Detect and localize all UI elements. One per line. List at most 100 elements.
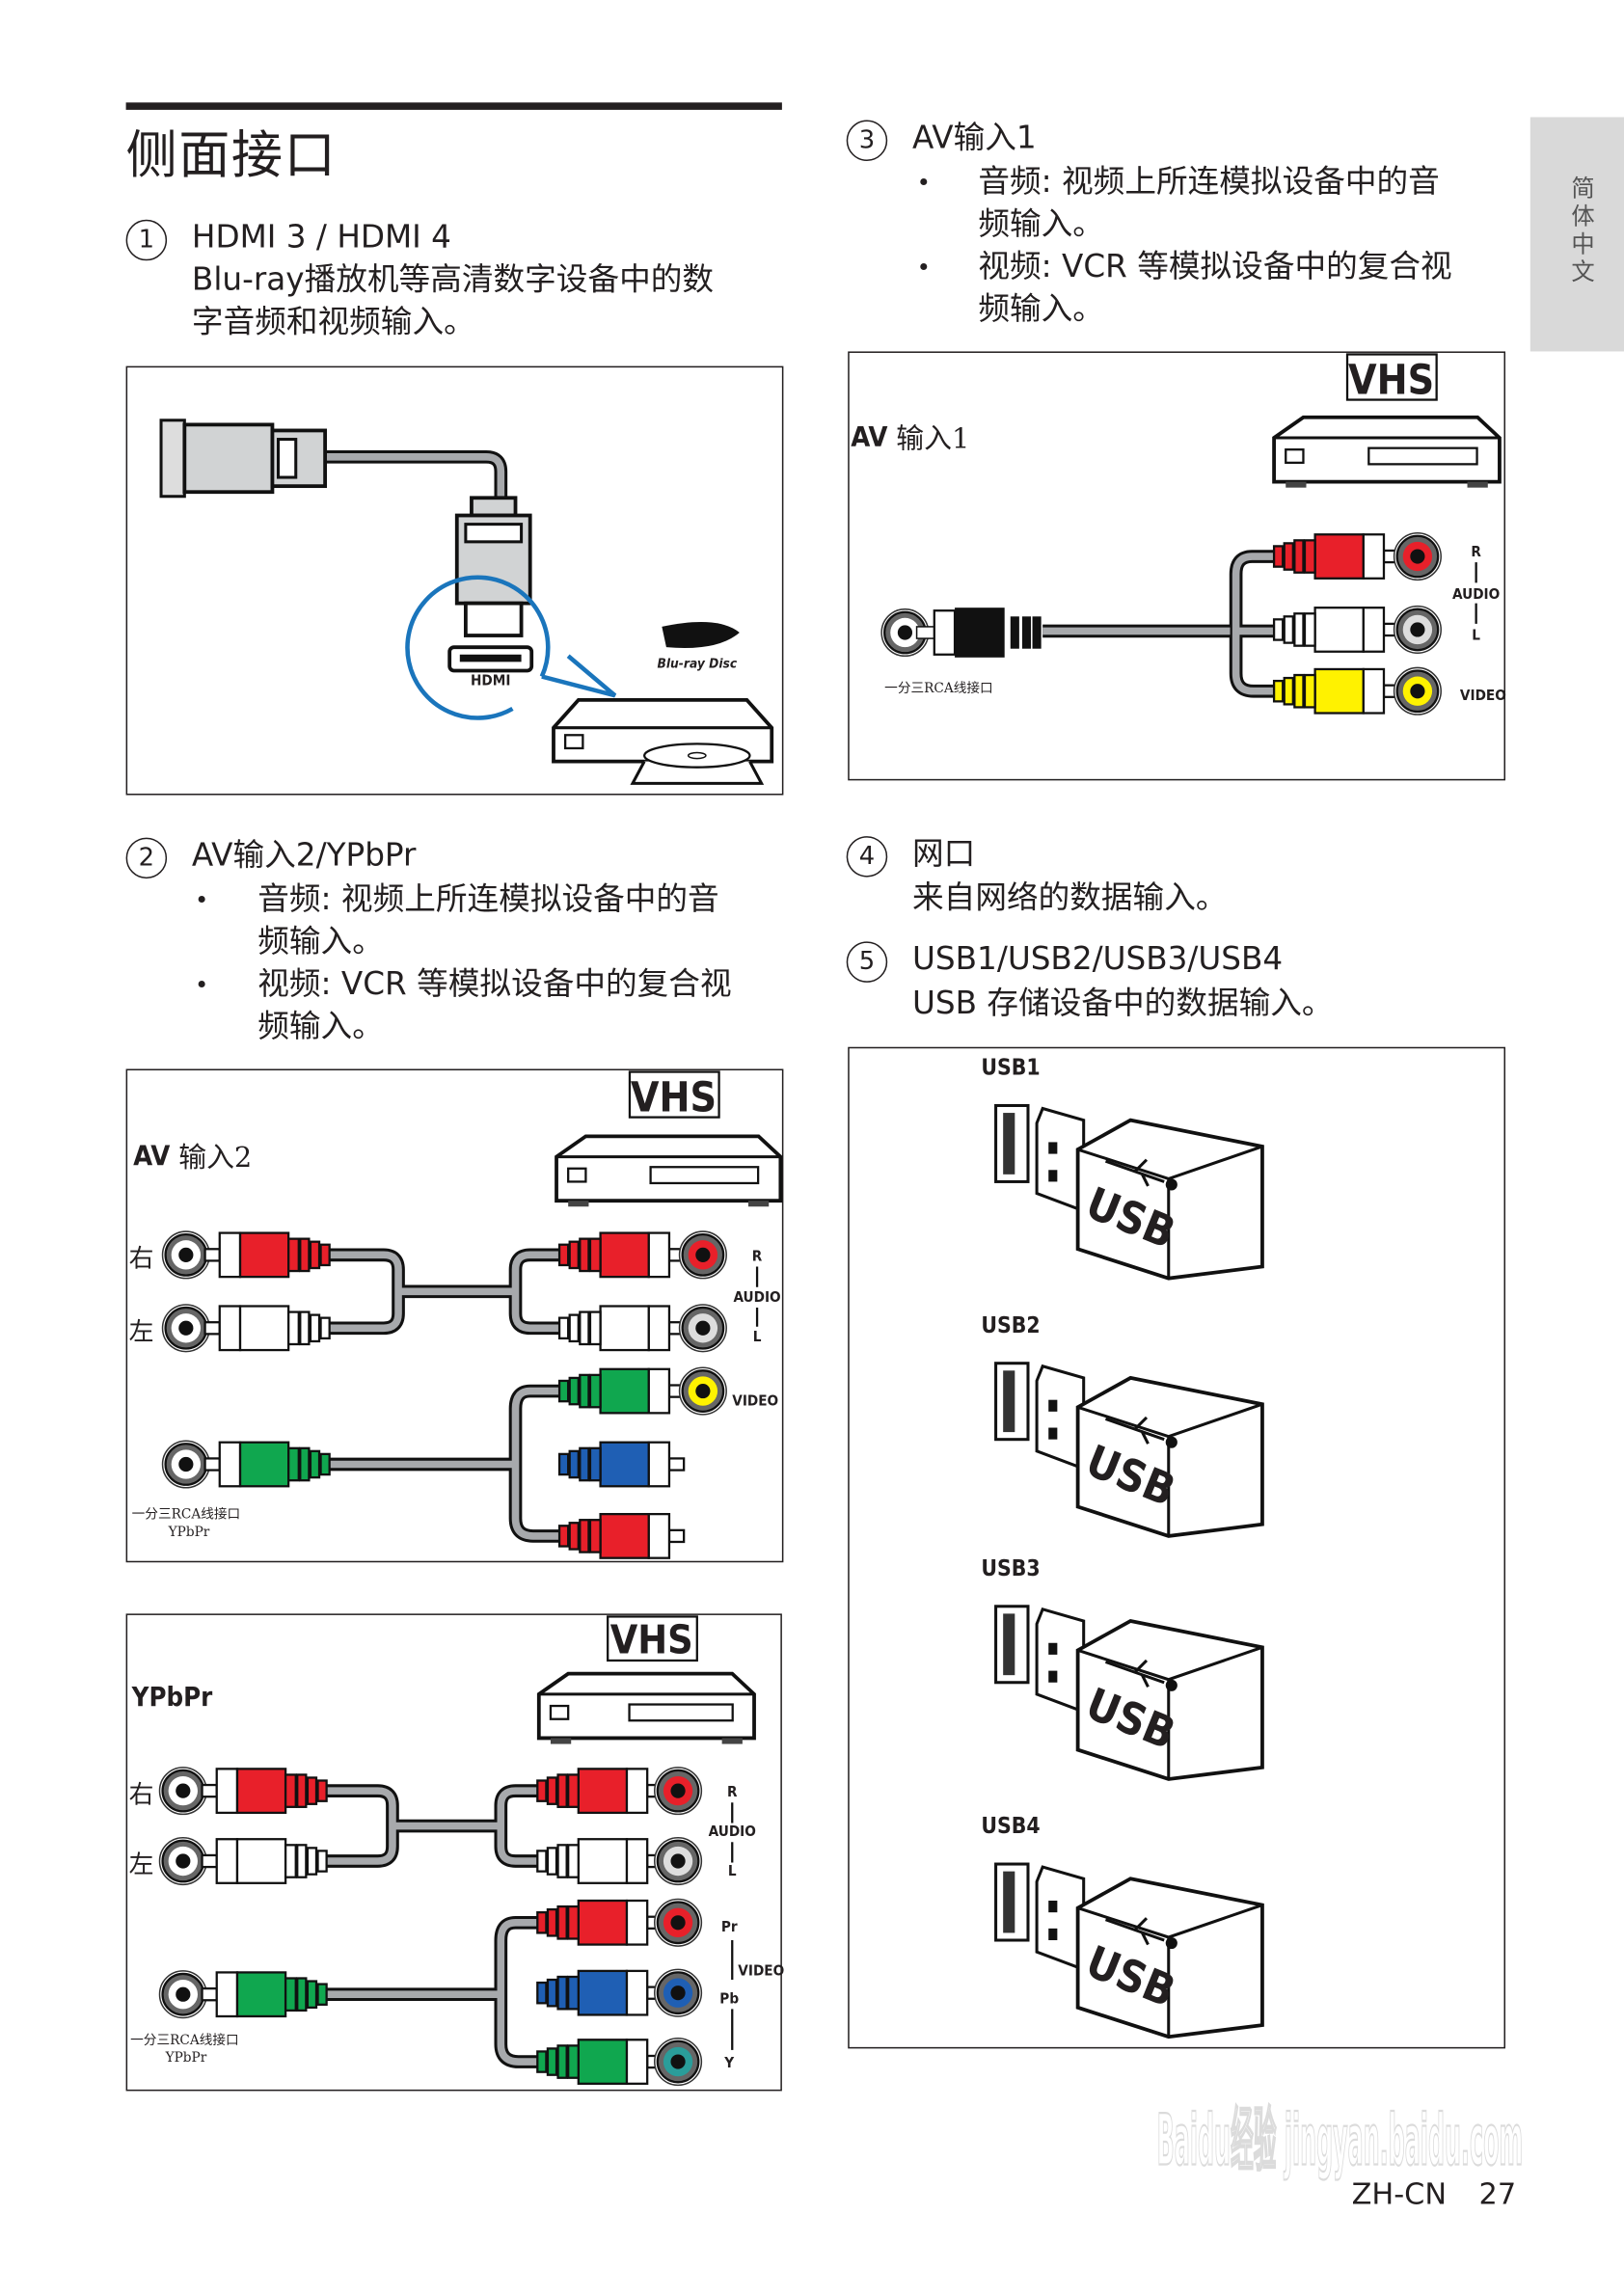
- rca-jack-pin: [695, 1383, 711, 1399]
- section-text: USB 存储设备中的数据输入。: [912, 985, 1334, 1022]
- rca-plug: [1303, 612, 1316, 647]
- rca-plug: [1313, 607, 1365, 653]
- section-text: Blu-ray播放机等高清数字设备中的数: [191, 261, 715, 299]
- hdmi-port-label: HDMI: [471, 672, 510, 689]
- rca-plug: [299, 1237, 311, 1273]
- page-number: 27: [1478, 2175, 1517, 2211]
- rca-plug: [579, 1237, 590, 1273]
- rca-jack-pin: [670, 1915, 686, 1931]
- rca-plug: [287, 1237, 300, 1273]
- rca-plug: [557, 1452, 570, 1476]
- rca-plug: [588, 1237, 602, 1273]
- label-audio: AUDIO: [1452, 585, 1500, 603]
- vcr-foot: [721, 1738, 743, 1744]
- rca-plug: [567, 2044, 580, 2079]
- bullet-text: 频输入。: [257, 1009, 384, 1046]
- bullet-text: 频输入。: [978, 206, 1104, 244]
- ypbpr-diagram-frame: [125, 1613, 782, 2092]
- vcr-button: [549, 1704, 570, 1720]
- rca-plug: [915, 626, 935, 639]
- cable: [325, 1251, 564, 1333]
- vcr-foot: [550, 1738, 572, 1744]
- rca-plug: [647, 1231, 671, 1279]
- usb-symbol-icon: [1165, 1936, 1177, 1950]
- rca-plug: [567, 1904, 580, 1940]
- bullet-icon: •: [194, 885, 209, 914]
- label-r: R: [727, 1783, 738, 1800]
- callout-circle: [405, 575, 617, 720]
- label-video: VIDEO: [732, 1392, 778, 1410]
- bluray-logo-text: Blu-ray Disc: [657, 656, 737, 671]
- hdmi-port-icon: [459, 654, 522, 662]
- rca-plug: [567, 1844, 580, 1878]
- rca-plug: [579, 1373, 590, 1409]
- rca-plug: [556, 1975, 568, 2011]
- rca-plug: [546, 1907, 558, 1937]
- vcr-slot: [649, 1166, 760, 1185]
- rca-jack-pin: [670, 2054, 686, 2069]
- rca-plug: [568, 1449, 580, 1479]
- rca-plug: [599, 1231, 650, 1279]
- usb-port-label: USB1: [981, 1056, 1040, 1081]
- hdmi-plug: [463, 601, 524, 637]
- rca-plug: [218, 1441, 242, 1488]
- rca-plug: [1362, 667, 1386, 715]
- hdmi-plug: [464, 523, 524, 544]
- watermark-text: Baidu经验 jingyan.baidu.com: [1157, 2099, 1524, 2181]
- hdmi-diagram: [159, 419, 774, 785]
- language-tab: 简体中文: [1529, 117, 1624, 352]
- usb-stick-icon: [1077, 1145, 1263, 1279]
- rca-plug: [579, 1446, 590, 1482]
- usb-plug-pin: [1048, 1642, 1058, 1655]
- rca-plug: [316, 1850, 328, 1873]
- usb-plug-pin: [1048, 1901, 1058, 1913]
- rca-plug: [667, 1457, 686, 1472]
- rca-plug: [647, 1441, 671, 1488]
- usb-diagram: [994, 1103, 1264, 2039]
- cable: [1042, 550, 1282, 698]
- rca-plug: [296, 1844, 308, 1878]
- rca-plug: [1293, 539, 1305, 574]
- usb-plug-pin: [1048, 1427, 1058, 1440]
- rca-plug: [556, 1773, 568, 1808]
- rca-plug: [625, 2039, 649, 2085]
- hdmi-plug: [182, 422, 275, 495]
- av2-diagram-frame: [125, 1068, 784, 1563]
- rca-plug: [235, 1971, 287, 2018]
- rca-plug: [201, 1783, 218, 1798]
- rca-plug: [625, 1768, 649, 1815]
- section-number-5: 5: [846, 941, 888, 983]
- rca-plug: [1283, 542, 1294, 571]
- usb-plug-pin: [1048, 1670, 1058, 1683]
- section-heading-av1: AV输入1: [912, 120, 1037, 157]
- rca-plug: [647, 1367, 671, 1415]
- cable-label: 一分三RCA线接口: [130, 2032, 239, 2048]
- rca-plug: [567, 1975, 580, 2011]
- rca-plug: [568, 1313, 580, 1343]
- rca-jack-pin: [670, 1853, 686, 1869]
- rca-plug: [299, 1446, 311, 1482]
- vcr-foot: [747, 1201, 770, 1207]
- rca-plug: [599, 1305, 650, 1352]
- usb-symbol-icon: [1104, 1158, 1165, 1187]
- vhs-logo-frame: [607, 1615, 698, 1662]
- label-r: R: [752, 1247, 763, 1264]
- rca-plug: [599, 1512, 650, 1559]
- cable: [1042, 553, 1282, 695]
- rca-plug: [316, 1983, 328, 2006]
- label-audio: AUDIO: [733, 1288, 780, 1306]
- rca-plug: [625, 1899, 649, 1946]
- rca-plug: [546, 1978, 558, 2008]
- hdmi-plug: [276, 438, 298, 479]
- usb-symbol-icon: [1165, 1679, 1177, 1691]
- rca-plug: [536, 1850, 548, 1873]
- rca-plug: [235, 1838, 287, 1884]
- cable: [325, 1787, 547, 1865]
- cable: [325, 452, 505, 499]
- rca-plug: [546, 1776, 558, 1805]
- rca-plug: [238, 1305, 290, 1352]
- av2-title-bold: AV: [133, 1140, 170, 1173]
- label-right: 右: [129, 1245, 154, 1274]
- rca-plug: [577, 1838, 629, 1884]
